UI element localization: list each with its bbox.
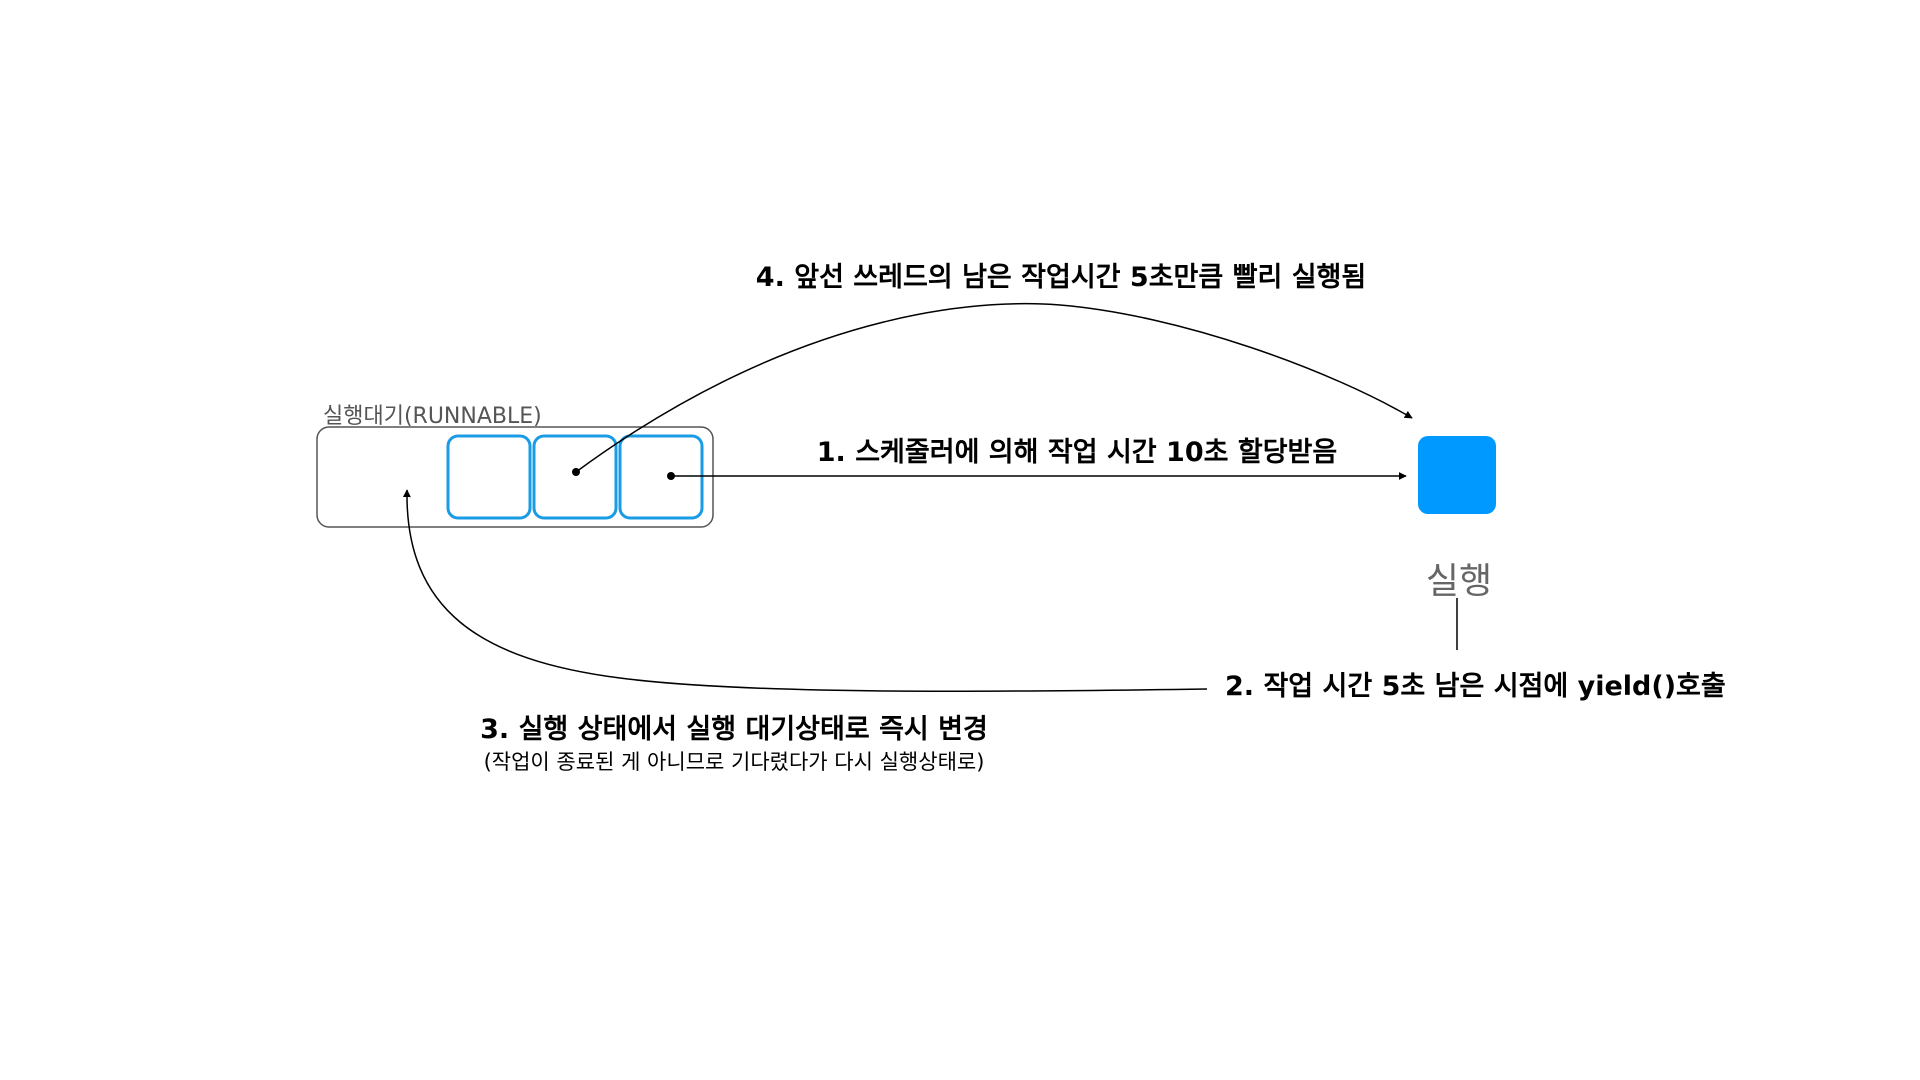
runnable-queue-label: 실행대기(RUNNABLE) xyxy=(323,404,542,429)
step-4-label: 4. 앞선 쓰레드의 남은 작업시간 5초만큼 빨리 실행됨 xyxy=(755,262,1367,293)
runnable-queue-container xyxy=(316,426,714,528)
running-state-label: 실행 xyxy=(1425,561,1493,602)
queue-thread-slot-3 xyxy=(618,434,704,520)
step-2-label: 2. 작업 시간 5초 남은 시점에 yield()호출 xyxy=(1225,671,1726,702)
step-3-label: 3. 실행 상태에서 실행 대기상태로 즉시 변경 xyxy=(480,714,988,745)
running-thread-box xyxy=(1418,436,1496,514)
arrow-4-start-dot xyxy=(572,468,580,476)
step-1-label: 1. 스케줄러에 의해 작업 시간 10초 할당받음 xyxy=(816,437,1338,468)
arrow-next-thread-runs xyxy=(575,302,1413,473)
step-3-note: (작업이 종료된 게 아니므로 기다렸다가 다시 실행상태로) xyxy=(483,750,985,774)
queue-thread-slot-2 xyxy=(532,434,618,520)
arrow-back-to-runnable xyxy=(402,489,1208,693)
queue-thread-slot-1 xyxy=(446,434,532,520)
arrow-1-start-dot xyxy=(667,472,675,480)
